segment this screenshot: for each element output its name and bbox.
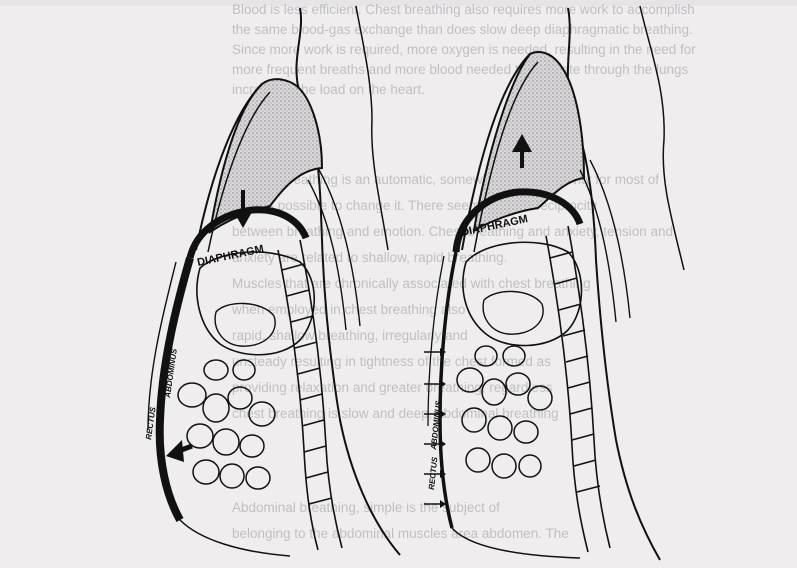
left-spine xyxy=(278,240,342,550)
left-liver xyxy=(197,252,314,355)
right-torso-diagram xyxy=(424,6,684,560)
left-torso-diagram xyxy=(148,6,400,556)
left-intestines xyxy=(178,360,275,489)
right-rectus-label: RECTUS xyxy=(427,456,439,490)
left-diaphragm-label: DIAPHRAGM xyxy=(196,243,265,269)
right-intestines xyxy=(457,346,552,478)
left-rectus-label: RECTUS xyxy=(144,406,158,440)
right-rectus-abdominus xyxy=(440,252,456,528)
right-liver xyxy=(463,242,582,345)
right-spine xyxy=(546,226,610,552)
